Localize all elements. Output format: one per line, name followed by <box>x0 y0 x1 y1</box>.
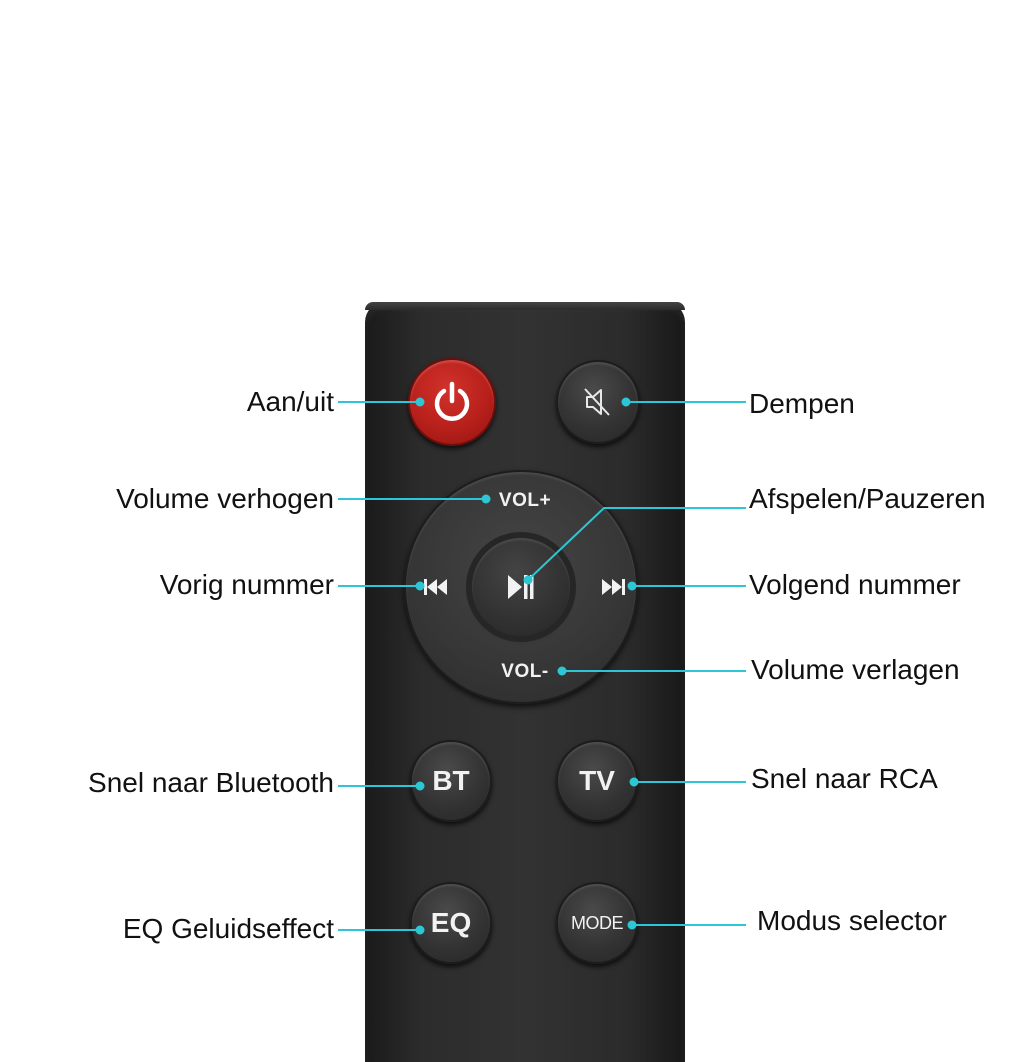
callout-eq: EQ Geluidseffect <box>122 913 334 944</box>
tv-button[interactable]: TV <box>556 740 638 822</box>
remote-top-edge <box>365 302 685 310</box>
callout-rca: Snel naar RCA <box>751 763 938 794</box>
callout-play-pause: Afspelen/Pauzeren <box>749 483 986 514</box>
next-track-button[interactable] <box>593 571 633 603</box>
callout-volume-up: Volume verhogen <box>116 483 334 514</box>
eq-button[interactable]: EQ <box>410 882 492 964</box>
previous-track-button[interactable] <box>416 571 456 603</box>
mode-button[interactable]: MODE <box>556 882 638 964</box>
play-pause-button[interactable] <box>472 538 570 636</box>
callout-bluetooth: Snel naar Bluetooth <box>88 767 334 798</box>
volume-down-button[interactable]: VOL- <box>501 661 549 682</box>
callout-mute: Dempen <box>749 388 855 419</box>
mute-icon <box>584 388 610 416</box>
power-button[interactable] <box>408 358 496 446</box>
callout-volume-down: Volume verlagen <box>751 654 960 685</box>
next-track-icon <box>602 579 625 595</box>
bluetooth-button[interactable]: BT <box>410 740 492 822</box>
previous-track-icon <box>424 579 447 595</box>
callout-power: Aan/uit <box>246 386 334 417</box>
callout-next: Volgend nummer <box>749 569 961 600</box>
play-pause-icon <box>508 575 534 599</box>
power-icon <box>434 381 470 421</box>
callout-mode: Modus selector <box>757 905 947 936</box>
volume-up-button[interactable]: VOL+ <box>498 490 552 511</box>
mute-button[interactable] <box>556 360 640 444</box>
callout-previous: Vorig nummer <box>159 569 334 600</box>
